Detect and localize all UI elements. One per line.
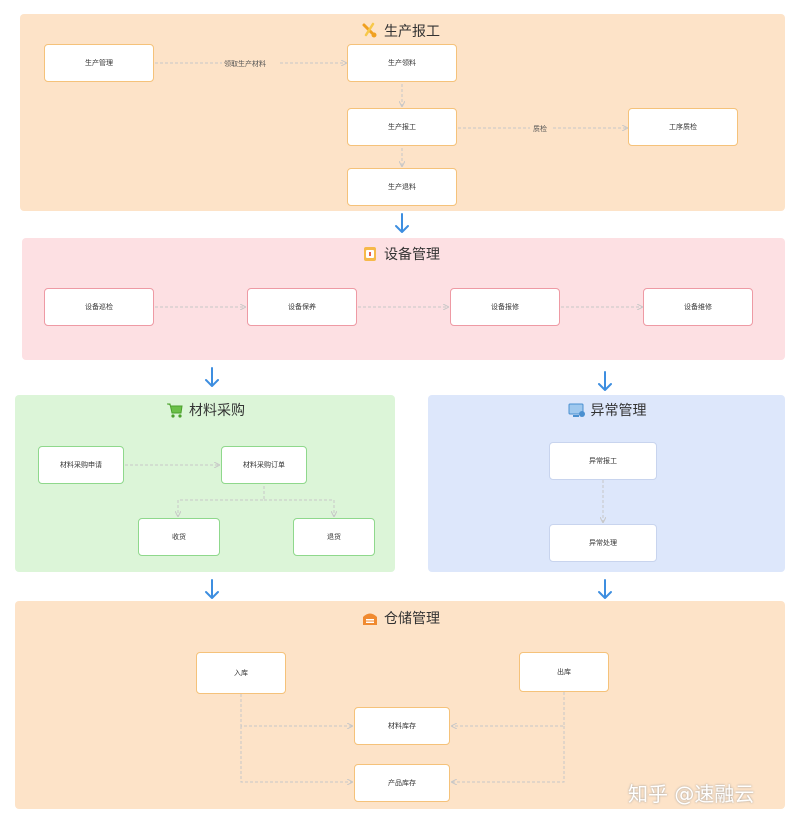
node-stock-out: 出库 (519, 652, 609, 692)
exception-title: 异常管理 (590, 403, 647, 419)
node-exception-handling: 异常处理 (549, 524, 657, 562)
node-equipment-maintenance: 设备保养 (247, 288, 357, 326)
cart-icon (167, 403, 183, 418)
node-equipment-repair: 设备维修 (643, 288, 753, 326)
tools-icon (362, 22, 377, 38)
storage-title-row: 仓储管理 (0, 607, 800, 629)
node-purchase-request: 材料采购申请 (38, 446, 124, 484)
node-purchase-order: 材料采购订单 (221, 446, 307, 484)
storage-title: 仓储管理 (384, 611, 440, 627)
edge-label-get-materials: 领取生产材料 (224, 60, 266, 68)
production-title-row: 生产报工 (0, 20, 800, 42)
node-return-goods: 退货 (293, 518, 375, 556)
watermark: 知乎 @速融云 (628, 782, 755, 806)
card-icon (364, 247, 376, 261)
warehouse-icon (363, 613, 377, 625)
node-product-inventory: 产品库存 (354, 764, 450, 802)
production-title: 生产报工 (384, 24, 440, 40)
equipment-title: 设备管理 (384, 247, 440, 263)
equipment-title-row: 设备管理 (0, 243, 800, 265)
purchase-title-row: 材料采购 (15, 399, 395, 421)
exception-title-row: 异常管理 (428, 399, 785, 421)
node-process-inspection: 工序质检 (628, 108, 738, 146)
node-production-management: 生产管理 (44, 44, 154, 82)
node-production-return: 生产退料 (347, 168, 457, 206)
node-equipment-patrol: 设备巡检 (44, 288, 154, 326)
node-exception-report: 异常报工 (549, 442, 657, 480)
node-production-picking: 生产领料 (347, 44, 457, 82)
purchase-title: 材料采购 (189, 403, 245, 419)
node-production-report: 生产报工 (347, 108, 457, 146)
monitor-icon (568, 403, 585, 417)
node-material-inventory: 材料库存 (354, 707, 450, 745)
node-receive: 收货 (138, 518, 220, 556)
node-equipment-report-repair: 设备报修 (450, 288, 560, 326)
edge-label-inspection: 质检 (533, 125, 547, 133)
node-stock-in: 入库 (196, 652, 286, 694)
